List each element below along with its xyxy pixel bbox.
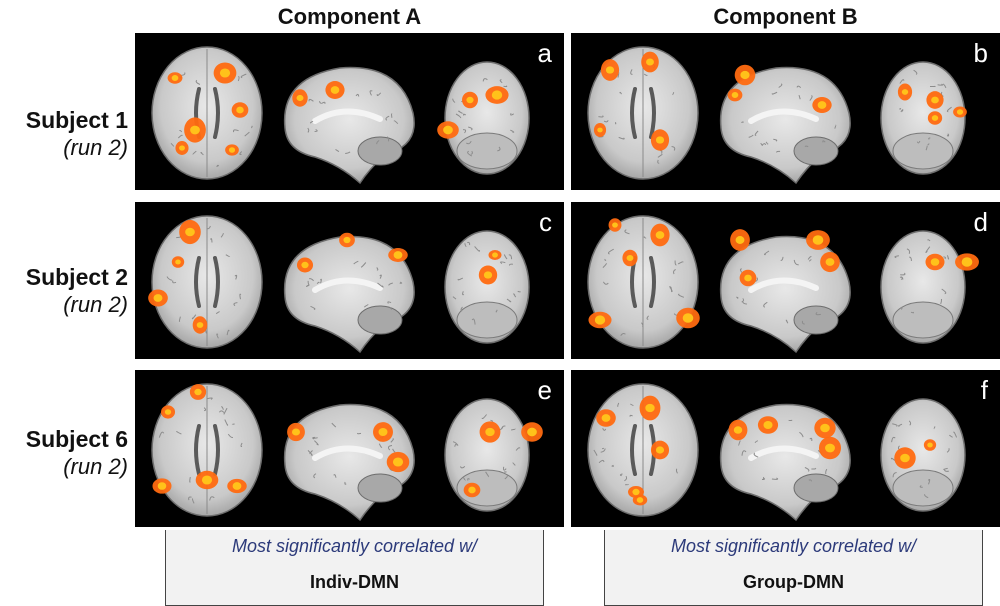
row-label-subject-2: Subject 2 (run 2) xyxy=(0,263,128,319)
brain-slices-illustration xyxy=(151,383,543,522)
subject-label: Subject 2 xyxy=(25,264,128,290)
brain-panel-f: f xyxy=(571,370,1000,527)
caption-network-name: Indiv-DMN xyxy=(310,572,399,592)
brain-panel-e: e xyxy=(135,370,564,527)
brain-slices-illustration xyxy=(587,215,979,354)
brain-panel-d: d xyxy=(571,202,1000,359)
subject-label: Subject 6 xyxy=(25,426,128,452)
caption-box-component-a: Most significantly correlated w/ Indiv-D… xyxy=(165,530,544,606)
panel-letter-c: c xyxy=(539,207,552,237)
brain-panel-c: c xyxy=(135,202,564,359)
brain-slices-illustration xyxy=(151,46,530,185)
caption-network-name: Group-DMN xyxy=(743,572,844,592)
caption-box-component-b: Most significantly correlated w/ Group-D… xyxy=(604,530,983,606)
subject-label: Subject 1 xyxy=(25,107,128,133)
caption-correlation-text: Most significantly correlated w/ xyxy=(231,536,478,556)
panel-letter-e: e xyxy=(537,375,552,405)
column-header-component-b: Component B xyxy=(713,4,858,29)
brain-panel-a: a xyxy=(135,33,564,190)
run-label: (run 2) xyxy=(63,454,128,479)
brain-slices-illustration xyxy=(587,46,967,185)
column-header-component-a: Component A xyxy=(277,4,422,29)
panel-letter-a: a xyxy=(537,38,552,68)
run-label: (run 2) xyxy=(63,292,128,317)
brain-slices-illustration xyxy=(148,215,530,354)
brain-slices-illustration xyxy=(587,383,966,522)
panel-letter-d: d xyxy=(973,207,988,237)
sagittal-slice xyxy=(719,66,851,185)
brain-panel-b: b xyxy=(571,33,1000,190)
caption-correlation-text: Most significantly correlated w/ xyxy=(670,536,917,556)
row-label-subject-1: Subject 1 (run 2) xyxy=(0,106,128,162)
panel-letter-f: f xyxy=(980,375,988,405)
panel-letter-b: b xyxy=(973,38,988,68)
run-label: (run 2) xyxy=(63,135,128,160)
sagittal-slice xyxy=(283,66,415,185)
row-label-subject-6: Subject 6 (run 2) xyxy=(0,425,128,481)
